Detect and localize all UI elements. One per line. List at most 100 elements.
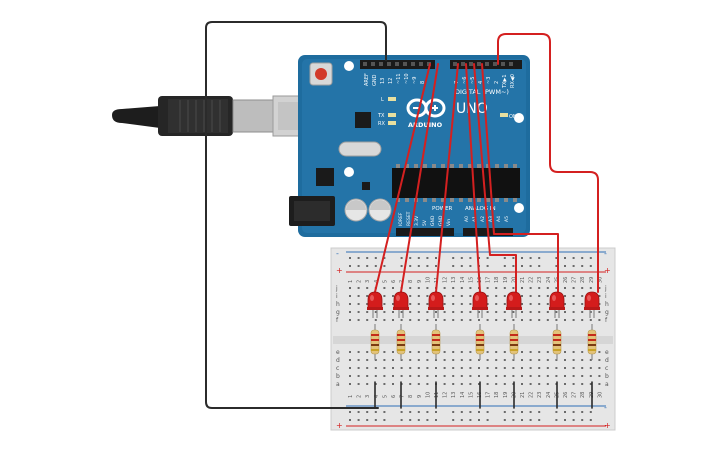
rail-hole[interactable] — [460, 257, 463, 259]
breadboard-hole[interactable] — [469, 375, 472, 377]
breadboard-hole[interactable] — [572, 351, 575, 353]
breadboard-hole[interactable] — [555, 367, 558, 369]
breadboard-hole[interactable] — [546, 295, 549, 297]
breadboard-hole[interactable] — [503, 367, 506, 369]
rail-hole[interactable] — [417, 419, 420, 421]
breadboard-hole[interactable] — [417, 303, 420, 305]
rail-hole[interactable] — [589, 265, 592, 267]
wire-led-2[interactable] — [400, 63, 439, 293]
breadboard-hole[interactable] — [529, 359, 532, 361]
breadboard-hole[interactable] — [383, 359, 386, 361]
breadboard-hole[interactable] — [478, 367, 480, 369]
rail-hole[interactable] — [521, 265, 523, 267]
breadboard-hole[interactable] — [555, 375, 558, 377]
breadboard-hole[interactable] — [383, 375, 386, 377]
breadboard-hole[interactable] — [486, 303, 489, 305]
rail-hole[interactable] — [426, 257, 429, 259]
breadboard-hole[interactable] — [589, 359, 592, 361]
breadboard-hole[interactable] — [366, 359, 369, 361]
breadboard-hole[interactable] — [392, 351, 394, 353]
breadboard-hole[interactable] — [443, 375, 446, 377]
breadboard-hole[interactable] — [564, 287, 566, 289]
rail-hole[interactable] — [460, 265, 463, 267]
breadboard-hole[interactable] — [529, 295, 532, 297]
rail-hole[interactable] — [486, 419, 489, 421]
breadboard-hole[interactable] — [486, 359, 489, 361]
rail-hole[interactable] — [564, 257, 566, 259]
breadboard-hole[interactable] — [598, 383, 601, 385]
breadboard-hole[interactable] — [572, 319, 575, 321]
breadboard-hole[interactable] — [538, 311, 541, 313]
breadboard-hole[interactable] — [564, 303, 566, 305]
breadboard-hole[interactable] — [469, 311, 472, 313]
breadboard-hole[interactable] — [598, 351, 601, 353]
resistor[interactable] — [587, 324, 597, 360]
breadboard-hole[interactable] — [546, 367, 549, 369]
rail-hole[interactable] — [452, 411, 455, 413]
rail-hole[interactable] — [357, 265, 360, 267]
breadboard-hole[interactable] — [598, 295, 601, 297]
led[interactable] — [506, 291, 522, 318]
resistor[interactable] — [552, 324, 562, 360]
wire-gnd[interactable] — [205, 21, 387, 409]
breadboard-hole[interactable] — [512, 375, 515, 377]
breadboard-hole[interactable] — [469, 367, 472, 369]
breadboard-hole[interactable] — [460, 319, 463, 321]
led[interactable] — [472, 291, 488, 318]
breadboard-hole[interactable] — [589, 319, 592, 321]
rail-hole[interactable] — [366, 257, 369, 259]
breadboard-hole[interactable] — [564, 319, 566, 321]
breadboard-hole[interactable] — [349, 319, 351, 321]
led[interactable] — [549, 291, 565, 318]
breadboard-hole[interactable] — [460, 351, 463, 353]
breadboard-hole[interactable] — [435, 375, 437, 377]
breadboard-hole[interactable] — [572, 295, 575, 297]
breadboard-hole[interactable] — [409, 287, 412, 289]
rail-hole[interactable] — [374, 411, 377, 413]
breadboard-hole[interactable] — [383, 367, 386, 369]
rail-hole[interactable] — [512, 265, 515, 267]
breadboard-hole[interactable] — [349, 295, 351, 297]
breadboard-hole[interactable] — [426, 359, 429, 361]
breadboard-hole[interactable] — [452, 359, 455, 361]
breadboard-hole[interactable] — [529, 367, 532, 369]
breadboard-hole[interactable] — [469, 351, 472, 353]
rail-hole[interactable] — [374, 419, 377, 421]
breadboard-hole[interactable] — [443, 359, 446, 361]
breadboard-hole[interactable] — [572, 359, 575, 361]
breadboard-hole[interactable] — [581, 383, 584, 385]
breadboard-hole[interactable] — [417, 287, 420, 289]
breadboard-hole[interactable] — [555, 311, 558, 313]
breadboard-hole[interactable] — [460, 303, 463, 305]
breadboard-hole[interactable] — [460, 311, 463, 313]
breadboard-hole[interactable] — [538, 351, 541, 353]
rail-hole[interactable] — [538, 257, 541, 259]
wire-led-7[interactable] — [497, 33, 599, 293]
breadboard-hole[interactable] — [503, 287, 506, 289]
breadboard-hole[interactable] — [529, 319, 532, 321]
breadboard-hole[interactable] — [589, 367, 592, 369]
rail-hole[interactable] — [400, 257, 403, 259]
rail-hole[interactable] — [349, 411, 351, 413]
breadboard-hole[interactable] — [478, 311, 480, 313]
breadboard-hole[interactable] — [452, 351, 455, 353]
breadboard-hole[interactable] — [443, 383, 446, 385]
rail-hole[interactable] — [512, 419, 515, 421]
rail-hole[interactable] — [486, 265, 489, 267]
wire-led-1[interactable] — [374, 63, 431, 293]
breadboard-hole[interactable] — [349, 303, 351, 305]
rail-hole[interactable] — [538, 419, 541, 421]
breadboard-hole[interactable] — [503, 351, 506, 353]
breadboard-hole[interactable] — [512, 287, 515, 289]
breadboard-hole[interactable] — [503, 359, 506, 361]
rail-hole[interactable] — [564, 419, 566, 421]
breadboard-hole[interactable] — [357, 287, 360, 289]
breadboard-hole[interactable] — [349, 383, 351, 385]
breadboard-hole[interactable] — [555, 287, 558, 289]
rail-hole[interactable] — [435, 257, 437, 259]
rail-hole[interactable] — [366, 265, 369, 267]
breadboard-hole[interactable] — [529, 383, 532, 385]
breadboard-hole[interactable] — [546, 351, 549, 353]
led[interactable] — [584, 291, 600, 318]
led[interactable] — [393, 291, 409, 318]
